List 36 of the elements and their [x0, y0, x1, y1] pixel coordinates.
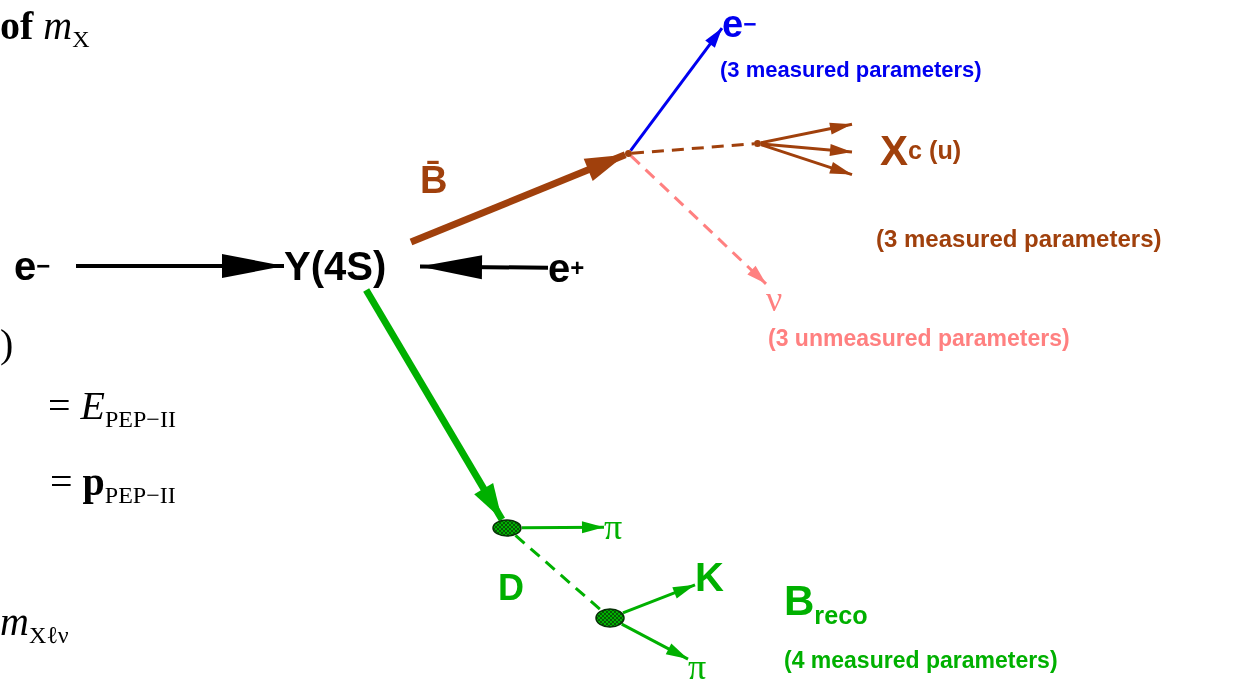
particle-label: π	[688, 648, 718, 686]
vertex-dot	[754, 140, 761, 147]
arrow	[522, 521, 604, 534]
particle-label: e$^{+}$	[548, 246, 610, 290]
annotation-text: (4 measured parameters)	[784, 648, 1058, 674]
vertex-dot	[625, 150, 632, 157]
connector-line	[631, 142, 755, 155]
arrow	[419, 255, 549, 280]
particle-label: Y(4S)	[284, 242, 420, 290]
equation: = E$_{PEP−II}$	[48, 384, 176, 433]
arrow	[760, 122, 853, 145]
particle-label: K	[695, 556, 735, 598]
math-label: m$_{Xℓν}$	[0, 600, 69, 649]
math-label: of m$_{X}$	[0, 4, 90, 53]
annotation-text: (3 unmeasured parameters)	[768, 326, 1070, 352]
decay-vertex	[492, 519, 522, 537]
arrow	[629, 27, 724, 152]
particle-label: e$^{−}$	[14, 244, 76, 288]
annotation-text: (3 measured parameters)	[876, 226, 1162, 253]
arrow	[621, 622, 689, 661]
particle-label: π	[604, 508, 634, 546]
arrow	[622, 583, 696, 615]
math-label: )	[0, 322, 14, 366]
connector-line	[514, 534, 602, 612]
arrow	[760, 143, 853, 177]
equation: = p$_{PEP−II}$	[50, 460, 176, 509]
arrow	[76, 254, 284, 278]
particle-label: e$^{−}$	[722, 2, 784, 46]
decay-vertex	[595, 608, 625, 628]
particle-label: ν	[766, 280, 798, 318]
arrow	[363, 288, 505, 522]
annotation-text: (3 measured parameters)	[720, 58, 982, 83]
arrow	[409, 151, 627, 246]
arrow	[630, 154, 768, 285]
particle-label: B$_{reco}$	[784, 578, 868, 630]
arrow	[760, 142, 853, 157]
